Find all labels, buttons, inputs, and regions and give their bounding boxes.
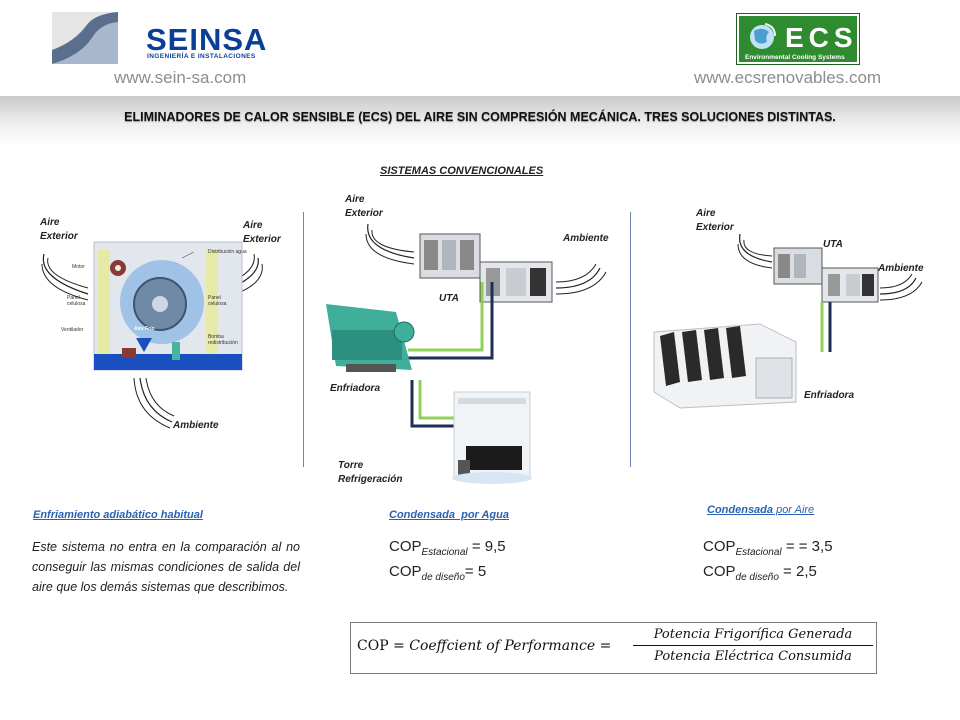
- water-cop-design: COPde diseño= 5: [389, 561, 506, 586]
- ecs-tagline: Environmental Cooling Systems: [745, 54, 845, 61]
- globe-icon: [750, 23, 776, 49]
- water-aire-exterior: Aire Exterior: [345, 194, 383, 219]
- water-torre: Torre Refrigeración: [338, 460, 403, 485]
- cop-label: COP: [389, 538, 422, 555]
- seinsa-url[interactable]: www.sein-sa.com: [114, 68, 247, 87]
- air-uta: UTA: [823, 239, 843, 250]
- air-cop-seasonal: COPEstacional = = 3,5: [703, 536, 833, 561]
- formula-cop: COP: [357, 638, 389, 654]
- water-subtitle: Condensada por Agua: [389, 509, 509, 521]
- adiabatic-subtitle: Enfriamiento adiabático habitual: [33, 509, 203, 521]
- air-subtitle: Condensada por Aire: [707, 504, 814, 516]
- seinsa-logo-icon: [52, 12, 118, 64]
- air-enfriadora: Enfriadora: [804, 390, 855, 401]
- cop-label: COP: [389, 562, 422, 580]
- ecs-name: ECS: [785, 22, 858, 53]
- part-motor: Motor: [72, 264, 85, 270]
- water-cop-block: COPEstacional = 9,5 COPde diseño= 5: [389, 536, 506, 585]
- water-enfriadora: Enfriadora: [330, 383, 381, 394]
- formula-equals: =: [388, 638, 410, 654]
- air-subtitle-a: Condensada: [707, 504, 774, 516]
- part-panel-right: Panel celulosa: [208, 295, 227, 307]
- air-subtitle-b: por Aire: [773, 504, 815, 516]
- air-aire-exterior: Aire Exterior: [696, 208, 734, 233]
- cop-design-sub: de diseño: [421, 571, 465, 583]
- water-cooled-diagram: [326, 223, 607, 484]
- part-bomba: Bomba redistribución: [208, 334, 238, 346]
- water-cop-seasonal: COPEstacional = 9,5: [389, 536, 506, 561]
- formula-numerator: Potencia Frigorífica Generada: [633, 625, 873, 646]
- seinsa-name: SEINSA: [146, 22, 268, 57]
- cop-label: COP: [703, 538, 736, 555]
- cop-design-sub: de diseño: [735, 571, 779, 583]
- formula-lhs: COP = Coeffcient of Performance =: [357, 638, 611, 654]
- formula-equals-2: =: [595, 638, 612, 654]
- formula-fraction: Potencia Frigorífica Generada Potencia E…: [633, 625, 873, 664]
- ecs-logo: ECS Environmental Cooling Systems: [736, 13, 860, 65]
- part-panel-left: Panel celulosa: [67, 295, 86, 307]
- cop-formula-box: COP = Coeffcient of Performance = Potenc…: [350, 622, 877, 674]
- adiabatic-cooler-diagram: [41, 241, 263, 429]
- seinsa-tagline: INGENIERÍA E INSTALACIONES: [147, 53, 256, 60]
- water-ambiente: Ambiente: [563, 233, 609, 244]
- water-uta: UTA: [439, 293, 459, 304]
- formula-denominator: Potencia Eléctrica Consumida: [654, 649, 852, 664]
- air-cop-design: COPde diseño = 2,5: [703, 561, 833, 586]
- adiabatic-ambiente: Ambiente: [173, 420, 219, 431]
- part-aire-frio: Aire Frío: [134, 326, 155, 332]
- air-cop-block: COPEstacional = = 3,5 COPde diseño = 2,5: [703, 536, 833, 585]
- cop-seasonal-sub: Estacional: [735, 547, 782, 558]
- section-title: SISTEMAS CONVENCIONALES: [380, 165, 544, 177]
- adiabatic-aire-exterior-left: Aire Exterior: [40, 217, 78, 242]
- cop-seasonal-sub: Estacional: [421, 547, 468, 558]
- air-cooled-diagram: [653, 233, 923, 409]
- cop-seasonal-value: = = 3,5: [781, 538, 833, 555]
- cop-design-value: = 5: [464, 562, 487, 580]
- column-divider-left: [303, 212, 304, 467]
- column-divider-right: [630, 212, 631, 467]
- adiabatic-aire-exterior-right: Aire Exterior: [243, 220, 281, 245]
- cop-label: COP: [703, 562, 736, 580]
- header-band: [0, 96, 960, 146]
- formula-definition: Coeffcient of Performance: [409, 638, 596, 654]
- air-ambiente: Ambiente: [878, 263, 924, 274]
- cop-seasonal-value: = 9,5: [467, 538, 506, 555]
- part-distribucion: Distribución agua: [208, 249, 247, 255]
- adiabatic-description: Este sistema no entra en la comparación …: [32, 540, 300, 594]
- page-headline: ELIMINADORES DE CALOR SENSIBLE (ECS) DEL…: [124, 110, 836, 124]
- part-ventilador: Ventilador: [61, 327, 84, 333]
- cop-design-value: = 2,5: [778, 562, 817, 580]
- ecs-url[interactable]: www.ecsrenovables.com: [694, 68, 882, 87]
